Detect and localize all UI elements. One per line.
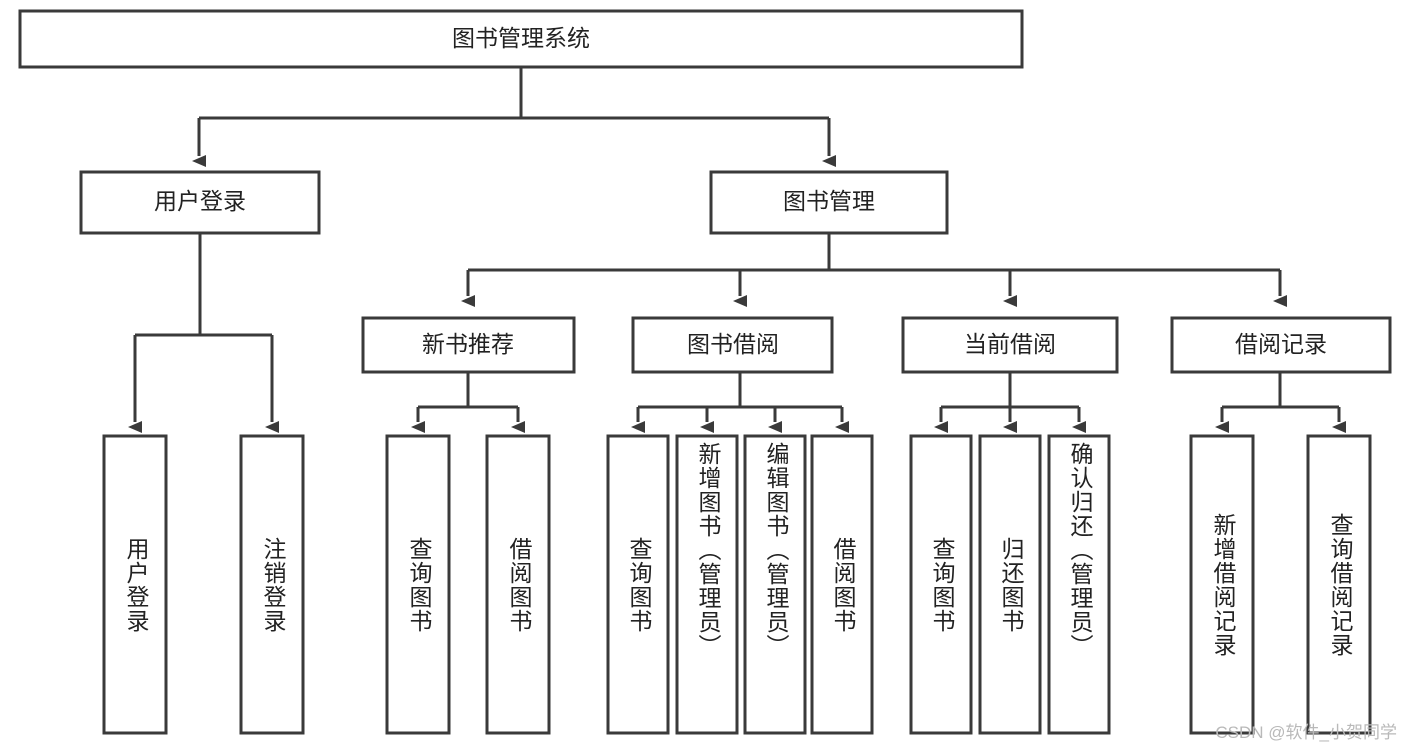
connector-root-to-level2 (192, 67, 836, 167)
connector-bookborrow-to-leaves (631, 372, 849, 433)
leaf-box-current-return[interactable] (978, 434, 1042, 735)
connector-newbook-to-leaves (411, 372, 525, 433)
node-borrow-record[interactable]: 借阅记录 (1170, 316, 1392, 374)
node-current-borrow[interactable]: 当前借阅 (901, 316, 1119, 374)
leaf-box-newbook-borrow[interactable] (485, 434, 551, 735)
node-root-label: 图书管理系统 (452, 25, 590, 51)
leaf-box-borrow-edit[interactable] (743, 434, 807, 735)
connector-borrowrecord-to-leaves (1215, 372, 1346, 433)
node-borrow-record-label: 借阅记录 (1235, 331, 1327, 357)
csdn-watermark: CSDN @软件_小贺同学 (1215, 723, 1397, 742)
leaf-box-current-query[interactable] (909, 434, 973, 735)
leaf-box-borrow-add[interactable] (675, 434, 739, 735)
node-new-book-recommend-label: 新书推荐 (422, 331, 514, 357)
leaf-box-record-query[interactable] (1306, 434, 1372, 735)
node-current-borrow-label: 当前借阅 (964, 331, 1056, 357)
node-new-book-recommend[interactable]: 新书推荐 (361, 316, 576, 374)
leaf-box-user-logout[interactable] (239, 434, 305, 735)
node-book-management[interactable]: 图书管理 (709, 170, 949, 235)
connector-currentborrow-to-leaves (934, 372, 1086, 433)
connector-bookmgmt-to-level3 (461, 233, 1287, 307)
leaf-box-borrow-query[interactable] (606, 434, 670, 735)
node-book-management-label: 图书管理 (783, 188, 875, 214)
leaf-box-record-add[interactable] (1189, 434, 1255, 735)
leaf-box-newbook-query[interactable] (385, 434, 451, 735)
node-book-borrow-label: 图书借阅 (687, 331, 779, 357)
node-user-login[interactable]: 用户登录 (79, 170, 321, 235)
node-root[interactable]: 图书管理系统 (18, 9, 1024, 69)
node-book-borrow[interactable]: 图书借阅 (631, 316, 834, 374)
leaf-box-user-login[interactable] (102, 434, 168, 735)
connector-userlogin-to-leaves (128, 233, 279, 433)
leaf-box-current-confirm[interactable] (1047, 434, 1111, 735)
node-user-login-label: 用户登录 (154, 188, 246, 214)
leaf-box-borrow-lend[interactable] (810, 434, 874, 735)
